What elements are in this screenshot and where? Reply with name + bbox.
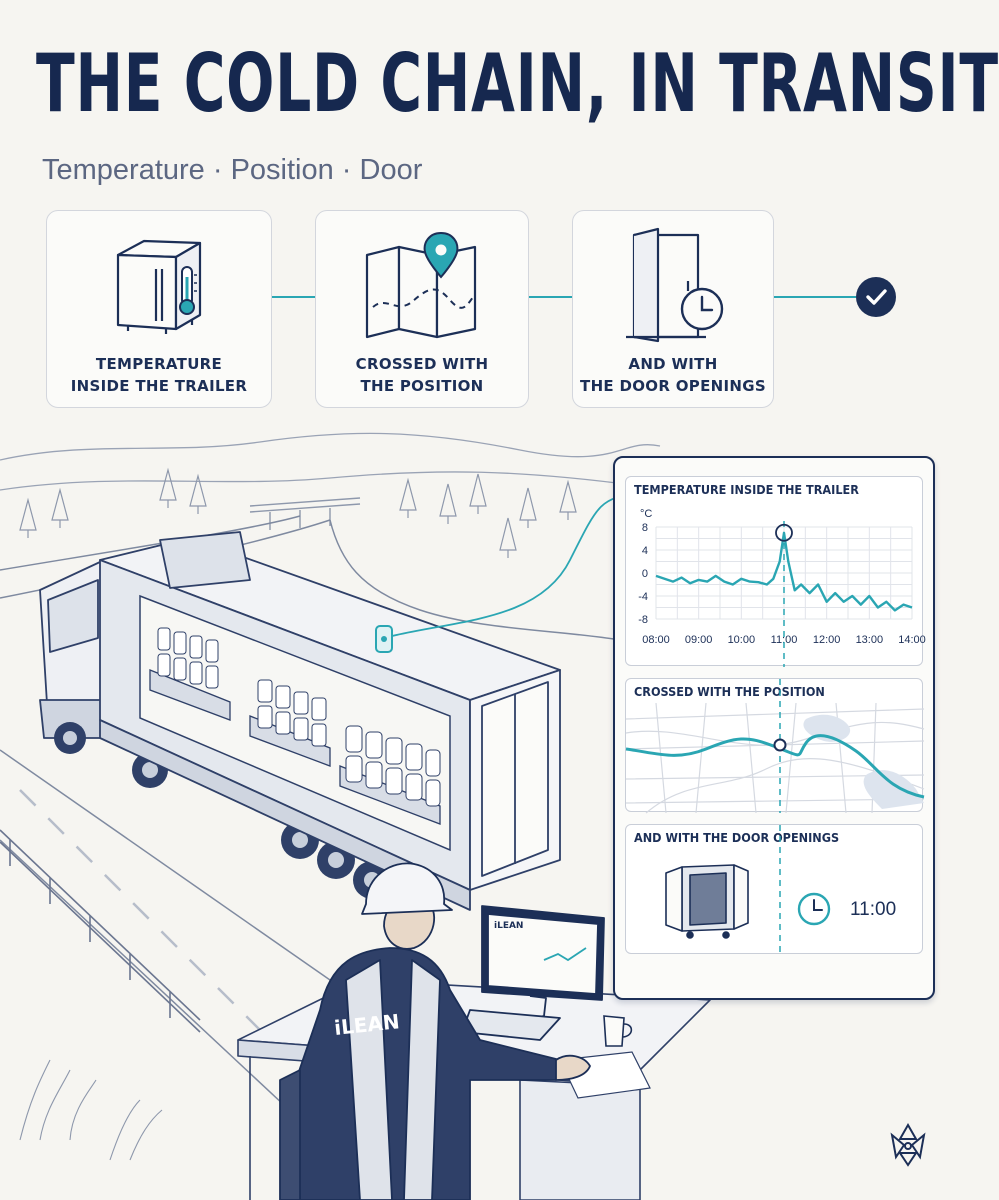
monitor-brand-text: iLEAN <box>494 921 523 931</box>
step-card-door: AND WITH THE DOOR OPENINGS <box>572 210 774 408</box>
map-pin-icon <box>365 231 477 339</box>
step-connector <box>272 296 315 298</box>
flower-logo-icon <box>890 1122 926 1167</box>
y-tick-label: -4 <box>638 591 648 603</box>
step-card-temperature: TEMPERATURE INSIDE THE TRAILER <box>46 210 272 408</box>
x-tick-label: 11:00 <box>771 634 798 646</box>
step-label: CROSSED WITH THE POSITION <box>355 355 489 395</box>
temperature-series-line <box>655 531 913 612</box>
temperature-line-chart: °C 8 4 0 -4 -8 08:00 09:00 10:00 11:00 12:00 13:00 1… <box>638 508 926 667</box>
y-tick-label: 8 <box>642 522 648 534</box>
step-connector <box>774 296 856 298</box>
open-trailer-doors-icon <box>665 864 749 939</box>
clock-icon <box>797 892 831 926</box>
step-connector <box>529 296 572 298</box>
checkmark-icon <box>856 277 896 317</box>
position-marker <box>773 738 787 752</box>
page-title: THE COLD CHAIN, IN TRANSIT <box>36 37 999 130</box>
y-tick-label: 4 <box>642 545 648 557</box>
door-openings-title: AND WITH THE DOOR OPENINGS <box>634 831 840 845</box>
thermometer-box-icon <box>116 239 202 334</box>
door-openings-panel: AND WITH THE DOOR OPENINGS 11:00 <box>625 824 923 955</box>
step-label: TEMPERATURE INSIDE THE TRAILER <box>70 355 248 395</box>
temperature-chart-title: TEMPERATURE INSIDE THE TRAILER <box>634 483 859 497</box>
x-tick-label: 14:00 <box>898 634 926 646</box>
monitoring-dashboard: TEMPERATURE INSIDE THE TRAILER °C 8 4 0 -4 -8… <box>613 456 935 1000</box>
temperature-peak-marker <box>775 523 793 542</box>
infographic: THE COLD CHAIN, IN TRANSIT Temperature ·… <box>0 37 999 1200</box>
x-tick-label: 10:00 <box>728 634 756 646</box>
position-map-title: CROSSED WITH THE POSITION <box>634 685 825 699</box>
y-tick-label: 0 <box>642 568 648 580</box>
door-openings-graphic <box>665 825 831 955</box>
y-tick-label: -8 <box>638 614 648 626</box>
x-tick-label: 09:00 <box>685 634 713 646</box>
door-clock-icon <box>626 227 724 343</box>
route-map <box>625 679 925 814</box>
y-axis-unit: °C <box>640 508 652 520</box>
temperature-chart-panel: TEMPERATURE INSIDE THE TRAILER °C 8 4 0 -4 -8… <box>625 476 926 667</box>
x-tick-label: 12:00 <box>813 634 841 646</box>
page-subtitle: Temperature · Position · Door <box>42 154 423 186</box>
door-open-time: 11:00 <box>850 899 897 920</box>
position-map-panel: CROSSED WITH THE POSITION <box>625 678 925 814</box>
x-tick-label: 08:00 <box>642 634 670 646</box>
step-label: AND WITH THE DOOR OPENINGS <box>580 355 766 395</box>
x-tick-label: 13:00 <box>856 634 884 646</box>
step-card-position: CROSSED WITH THE POSITION <box>315 210 529 408</box>
cold-chain-scene: iLEAN iLEAN <box>0 432 926 1200</box>
